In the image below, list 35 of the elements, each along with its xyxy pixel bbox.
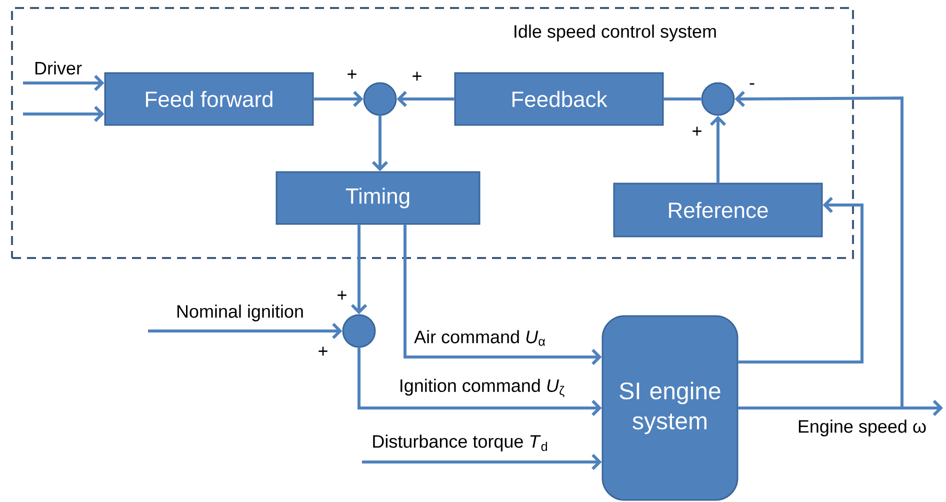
edge-label: Disturbance torque T$_{d}$ (370, 434, 550, 452)
summing-junction (342, 314, 376, 348)
block-box: Feed forward (104, 72, 314, 126)
block-box: Reference (613, 182, 823, 238)
sign-label: + (318, 346, 328, 356)
arrow (710, 116, 726, 183)
edge-label: Engine speed ω (796, 418, 928, 438)
summing-junction (363, 82, 397, 116)
sign-label: + (692, 126, 702, 136)
arrow (738, 196, 864, 364)
sign-label: + (338, 290, 346, 300)
edge-label: Nominal ignition (174, 304, 306, 322)
arrow (23, 106, 104, 122)
sign-label: + (412, 72, 422, 81)
frame-title: Idle speed control system (514, 24, 716, 42)
edge-label: Air command U$_{α}$ (413, 329, 547, 347)
arrow (314, 90, 364, 108)
arrow (404, 224, 602, 366)
arrow (358, 348, 602, 416)
block-box: Timing (276, 171, 480, 225)
block-box: Feedback (454, 72, 664, 126)
sign-label: + (348, 70, 356, 79)
summing-junction (701, 82, 735, 116)
edge-label: Driver (33, 60, 83, 76)
arrow (148, 322, 342, 340)
arrow (372, 116, 388, 172)
arrow (734, 90, 904, 410)
edge-label: Ignition command U$_{ζ}$ (398, 378, 566, 398)
engine-block: SI engine system (602, 315, 738, 501)
arrow (23, 74, 104, 92)
arrow (738, 400, 943, 416)
sign-label: - (750, 83, 754, 85)
arrow (362, 454, 602, 470)
arrow (350, 224, 368, 314)
arrow (396, 90, 454, 108)
